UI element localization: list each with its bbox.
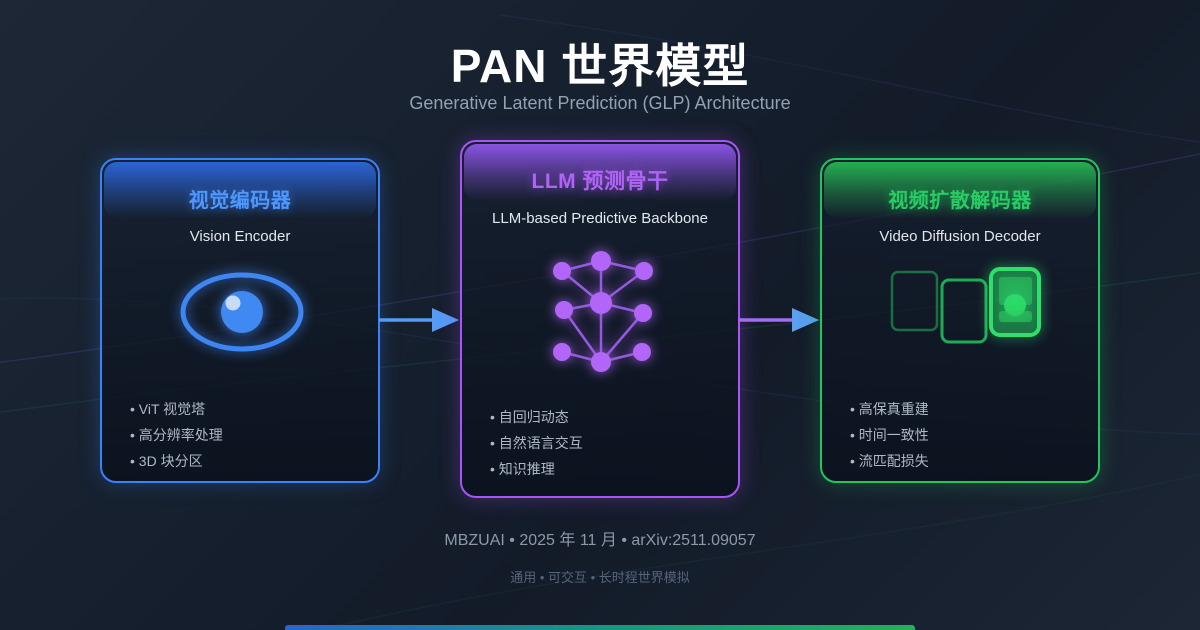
- llm-backbone-title-zh: LLM 预测骨干: [531, 170, 669, 193]
- feature-item: 自回归动态: [490, 404, 583, 430]
- video-decoder-title-en: Video Diffusion Decoder: [879, 228, 1041, 245]
- video-frames-icon: [890, 267, 1041, 344]
- vision-encoder-header: 视觉编码器: [104, 162, 376, 218]
- page-title: PAN 世界模型: [450, 40, 750, 92]
- video-decoder-features: 高保真重建 时间一致性 流匹配损失: [850, 396, 929, 474]
- vision-encoder-features: ViT 视觉塔 高分辨率处理 3D 块分区: [130, 396, 223, 474]
- feature-item: 高保真重建: [850, 396, 929, 422]
- llm-backbone-card: LLM 预测骨干 LLM-based Predictive Backbone: [460, 140, 740, 498]
- feature-item: 流匹配损失: [850, 448, 929, 474]
- feature-item: 自然语言交互: [490, 430, 583, 456]
- llm-backbone-header: LLM 预测骨干: [464, 144, 736, 200]
- llm-backbone-title-en: LLM-based Predictive Backbone: [492, 210, 708, 227]
- video-decoder-title-zh: 视频扩散解码器: [888, 190, 1032, 212]
- video-decoder-card: 视频扩散解码器 Video Diffusion Decoder 高保真重建 时间…: [820, 158, 1100, 483]
- footer-meta: MBZUAI • 2025 年 11 月 • arXiv:2511.09057: [444, 532, 756, 549]
- network-graph-icon: [553, 251, 653, 372]
- gradient-accent-bar: [285, 625, 915, 630]
- feature-item: ViT 视觉塔: [130, 396, 223, 422]
- page-subtitle: Generative Latent Prediction (GLP) Archi…: [409, 93, 791, 113]
- footer-tagline: 通用 • 可交互 • 长时程世界模拟: [510, 570, 690, 585]
- llm-backbone-features: 自回归动态 自然语言交互 知识推理: [490, 404, 583, 482]
- arrow-encoder-to-backbone: [379, 308, 459, 332]
- feature-item: 知识推理: [490, 456, 583, 482]
- arrow-backbone-to-decoder: [739, 308, 819, 332]
- vision-encoder-card: 视觉编码器 Vision Encoder ViT 视觉塔 高分辨率处理 3D 块…: [100, 158, 380, 483]
- vision-encoder-title-zh: 视觉编码器: [188, 190, 292, 212]
- feature-item: 3D 块分区: [130, 448, 223, 474]
- eye-icon: [180, 272, 304, 352]
- vision-encoder-title-en: Vision Encoder: [189, 228, 291, 245]
- feature-item: 时间一致性: [850, 422, 929, 448]
- video-decoder-header: 视频扩散解码器: [824, 162, 1096, 218]
- feature-item: 高分辨率处理: [130, 422, 223, 448]
